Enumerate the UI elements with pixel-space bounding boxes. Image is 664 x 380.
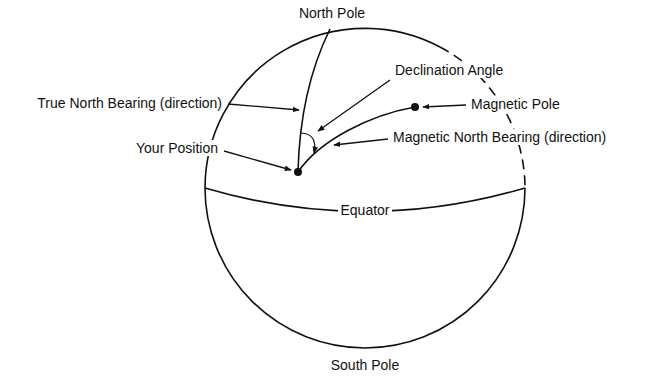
leader-line [228,104,299,110]
leader-line [334,139,388,145]
pole-label: South Pole [329,357,402,373]
magnetic-pole-dot [411,103,419,111]
leader-line [423,105,466,107]
leader-line [224,151,291,170]
leader-line [318,80,390,131]
equator-label: Equator [338,202,391,218]
position-dot [294,168,302,176]
angle-label: Declination Angle [393,62,505,78]
declination-arc [301,133,315,153]
bearing-label: True North Bearing (direction) [35,95,224,111]
true-north-meridian [298,29,330,172]
sphere-outline-front [205,28,440,188]
pole-label: Magnetic Pole [469,96,562,112]
pole-label: North Pole [297,5,367,21]
bearing-label: Magnetic North Bearing (direction) [391,129,608,145]
southern-hemisphere [205,188,525,348]
position-label: Your Position [134,140,220,156]
